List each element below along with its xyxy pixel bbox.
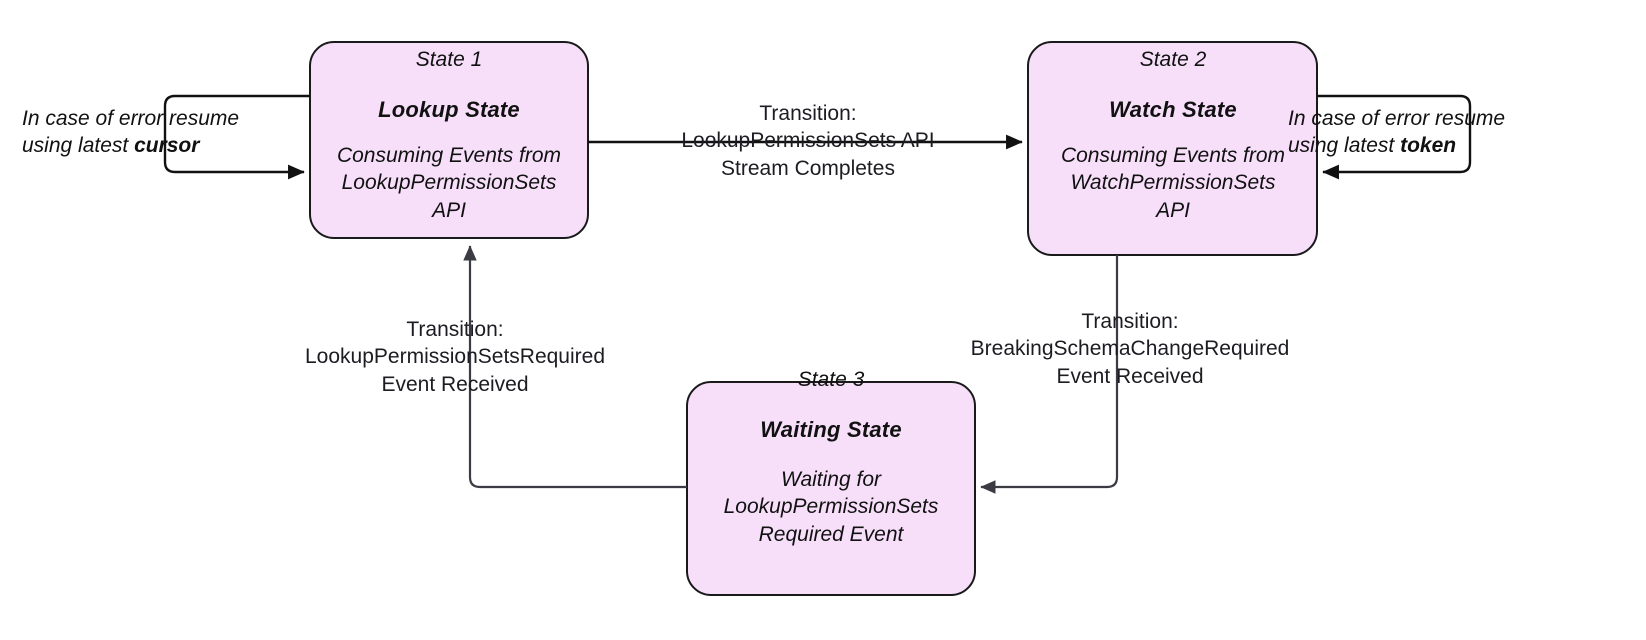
state-3-caption: State 3: [797, 368, 865, 391]
note-lookup-retry: In case of error resume using latest cur…: [22, 105, 282, 160]
state-2-caption: State 2: [1139, 48, 1207, 71]
self-loop-watch: [1317, 94, 1472, 180]
state-2-title: Watch State: [1109, 97, 1237, 122]
state-1-caption: State 1: [415, 48, 483, 71]
note-watch-retry-text: In case of error resume using latest: [1288, 107, 1506, 158]
state-2-box[interactable]: [1027, 41, 1318, 256]
state-3-description: Waiting for LookupPermissionSets Require…: [723, 468, 939, 546]
note-lookup-retry-text: In case of error resume using latest: [22, 107, 240, 158]
transition-label-waiting-to-lookup: Transition: LookupPermissionSetsRequired…: [305, 318, 605, 396]
state-1-box[interactable]: [309, 41, 589, 239]
state-3-title: Waiting State: [760, 417, 902, 442]
state-3-box[interactable]: [686, 381, 976, 596]
note-lookup-retry-emphasis: cursor: [134, 134, 200, 158]
note-watch-retry: In case of error resume using latest tok…: [1288, 105, 1554, 160]
transition-label-lookup-to-watch: Transition: LookupPermissionSets API Str…: [681, 102, 935, 180]
state-1-title: Lookup State: [378, 97, 520, 122]
edge-watch-to-waiting: [980, 255, 1119, 494]
self-loop-lookup: [163, 94, 310, 180]
edge-waiting-to-lookup: [463, 245, 687, 489]
state-2-description: Consuming Events from WatchPermissionSet…: [1060, 144, 1286, 222]
transition-label-watch-to-waiting: Transition: BreakingSchemaChangeRequired…: [970, 310, 1290, 388]
note-watch-retry-emphasis: token: [1400, 134, 1457, 158]
state-1-description: Consuming Events from LookupPermissionSe…: [336, 144, 562, 222]
